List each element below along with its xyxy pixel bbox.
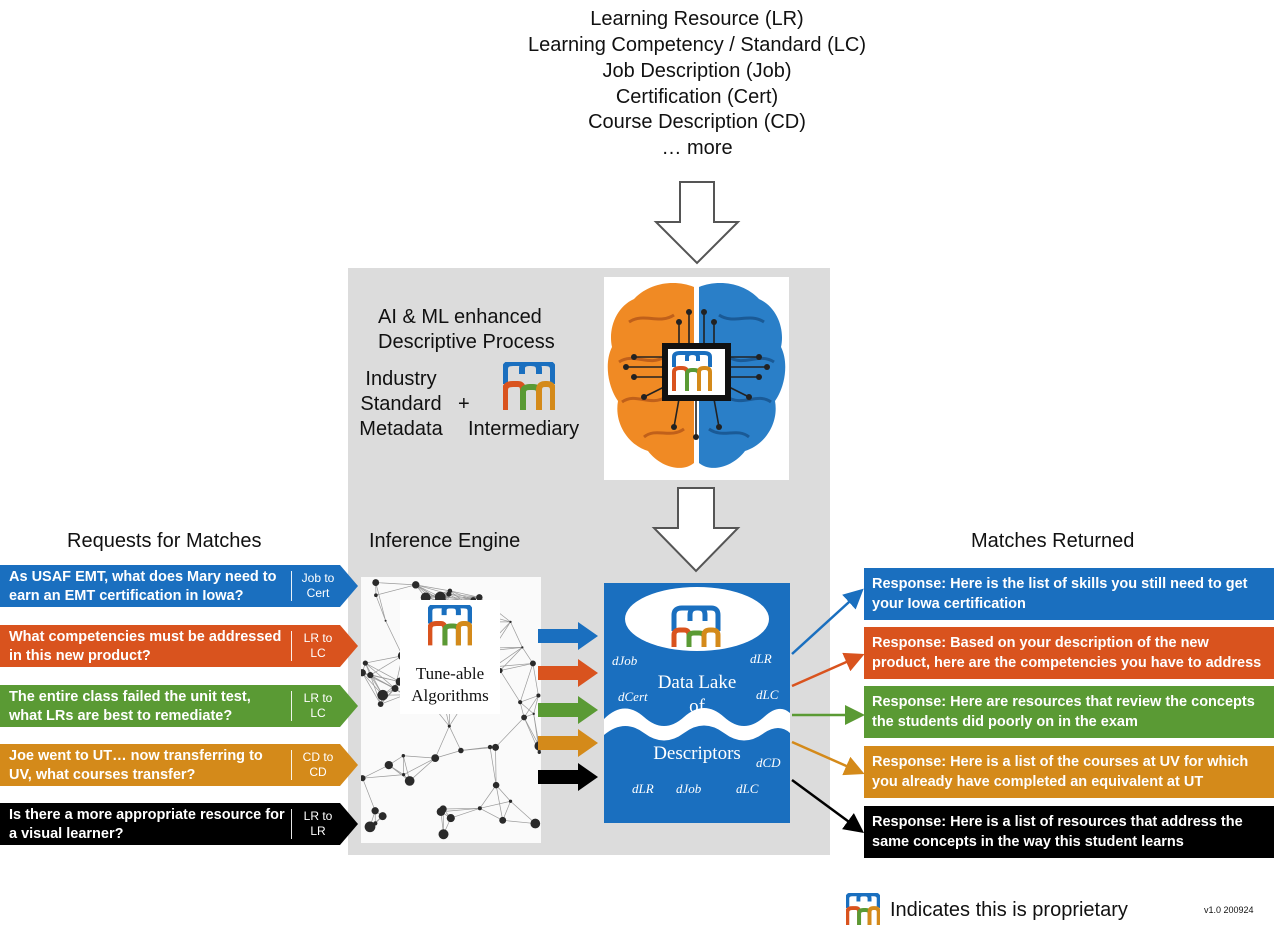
algorithms-line1: Tune-able — [415, 664, 485, 683]
request-text: What competencies must be addressed in t… — [9, 629, 282, 664]
connector-arrow — [791, 778, 865, 833]
request-row[interactable]: The entire class failed the unit test, w… — [0, 685, 360, 727]
right-arrow-icon — [538, 659, 598, 687]
right-arrow-icon — [538, 763, 598, 791]
descriptor-label: dCD — [756, 755, 781, 770]
top-list-item-lr: Learning Resource (LR) — [590, 8, 804, 30]
descriptor-label: dJob — [612, 653, 638, 668]
algorithms-label: Tune-able Algorithms — [400, 663, 500, 707]
database-cylinder-icon — [604, 583, 790, 823]
industry-line1: Industry — [365, 368, 437, 390]
connector-arrow — [791, 740, 865, 776]
data-lake-line2: of — [689, 696, 705, 717]
requests-heading: Requests for Matches — [67, 530, 262, 552]
brain-chip-icon — [607, 283, 786, 468]
plus-sign: + — [458, 393, 470, 415]
process-title-line1: AI & ML enhanced — [378, 306, 542, 328]
down-arrow-icon — [653, 181, 741, 265]
right-arrow-icon — [538, 729, 598, 757]
descriptor-label: dLR — [632, 781, 654, 796]
request-text: Joe went to UT… now transferring to UV, … — [9, 748, 263, 783]
process-title-line2: Descriptive Process — [378, 331, 555, 353]
data-lake-descriptors: Descriptors — [653, 743, 741, 764]
descriptor-label: dJob — [676, 781, 702, 796]
connector-arrow — [791, 588, 864, 655]
response-box[interactable]: Response: Here is the list of skills you… — [864, 568, 1274, 620]
top-list-item-lc: Learning Competency / Standard (LC) — [528, 34, 866, 56]
right-arrow-icon — [538, 696, 598, 724]
response-box[interactable]: Response: Here is a list of the courses … — [864, 746, 1274, 798]
request-row[interactable]: As USAF EMT, what does Mary need to earn… — [0, 565, 360, 607]
industry-line3: Metadata — [359, 418, 443, 440]
right-arrow-icon — [538, 622, 598, 650]
algorithms-box: Tune-able Algorithms — [400, 600, 500, 714]
response-box[interactable]: Response: Here are resources that review… — [864, 686, 1274, 738]
connector-arrow — [791, 652, 865, 688]
request-row[interactable]: What competencies must be addressed in t… — [0, 625, 360, 667]
top-list-item-more: … more — [661, 137, 733, 159]
request-text: Is there a more appropriate resource for… — [9, 807, 285, 842]
top-list-item-job: Job Description (Job) — [602, 60, 792, 82]
intermediary-label: Intermediary — [468, 418, 580, 440]
top-list-item-cert: Certification (Cert) — [615, 86, 779, 108]
data-lake-line1: Data Lake — [657, 672, 737, 693]
inference-heading: Inference Engine — [369, 530, 521, 552]
m-logo-icon — [428, 605, 472, 646]
data-lake-title: Data Lake of — [604, 671, 790, 719]
data-lake: Data Lake of Descriptors dJob dLR dCert … — [604, 583, 790, 823]
response-box[interactable]: Response: Here is a list of resources th… — [864, 806, 1274, 858]
process-title: AI & ML enhanced Descriptive Process — [378, 305, 555, 355]
request-text: The entire class failed the unit test, w… — [9, 689, 251, 724]
request-row[interactable]: Joe went to UT… now transferring to UV, … — [0, 744, 360, 786]
industry-metadata-label: Industry Standard Metadata — [350, 367, 452, 442]
algorithms-line2: Algorithms — [411, 686, 489, 705]
industry-line2: Standard — [360, 393, 442, 415]
top-list-item-cd: Course Description (CD) — [588, 111, 806, 133]
down-arrow-icon — [651, 487, 741, 573]
descriptor-label: dCert — [618, 689, 648, 704]
descriptor-label: dLC — [756, 687, 779, 702]
m-logo-icon — [846, 893, 880, 926]
response-box[interactable]: Response: Based on your description of t… — [864, 627, 1274, 679]
descriptor-label: dLR — [750, 651, 772, 666]
legend-text: Indicates this is proprietary — [890, 899, 1128, 921]
descriptor-label: dLC — [736, 781, 759, 796]
version-label: v1.0 200924 — [1204, 905, 1254, 915]
brain-chip-panel — [604, 277, 789, 480]
response-connectors — [791, 588, 865, 833]
returned-heading: Matches Returned — [971, 530, 1135, 552]
m-logo-icon — [503, 362, 555, 410]
request-row[interactable]: Is there a more appropriate resource for… — [0, 803, 360, 845]
request-text: As USAF EMT, what does Mary need to earn… — [9, 569, 277, 604]
algorithm-output-arrows — [538, 622, 598, 791]
